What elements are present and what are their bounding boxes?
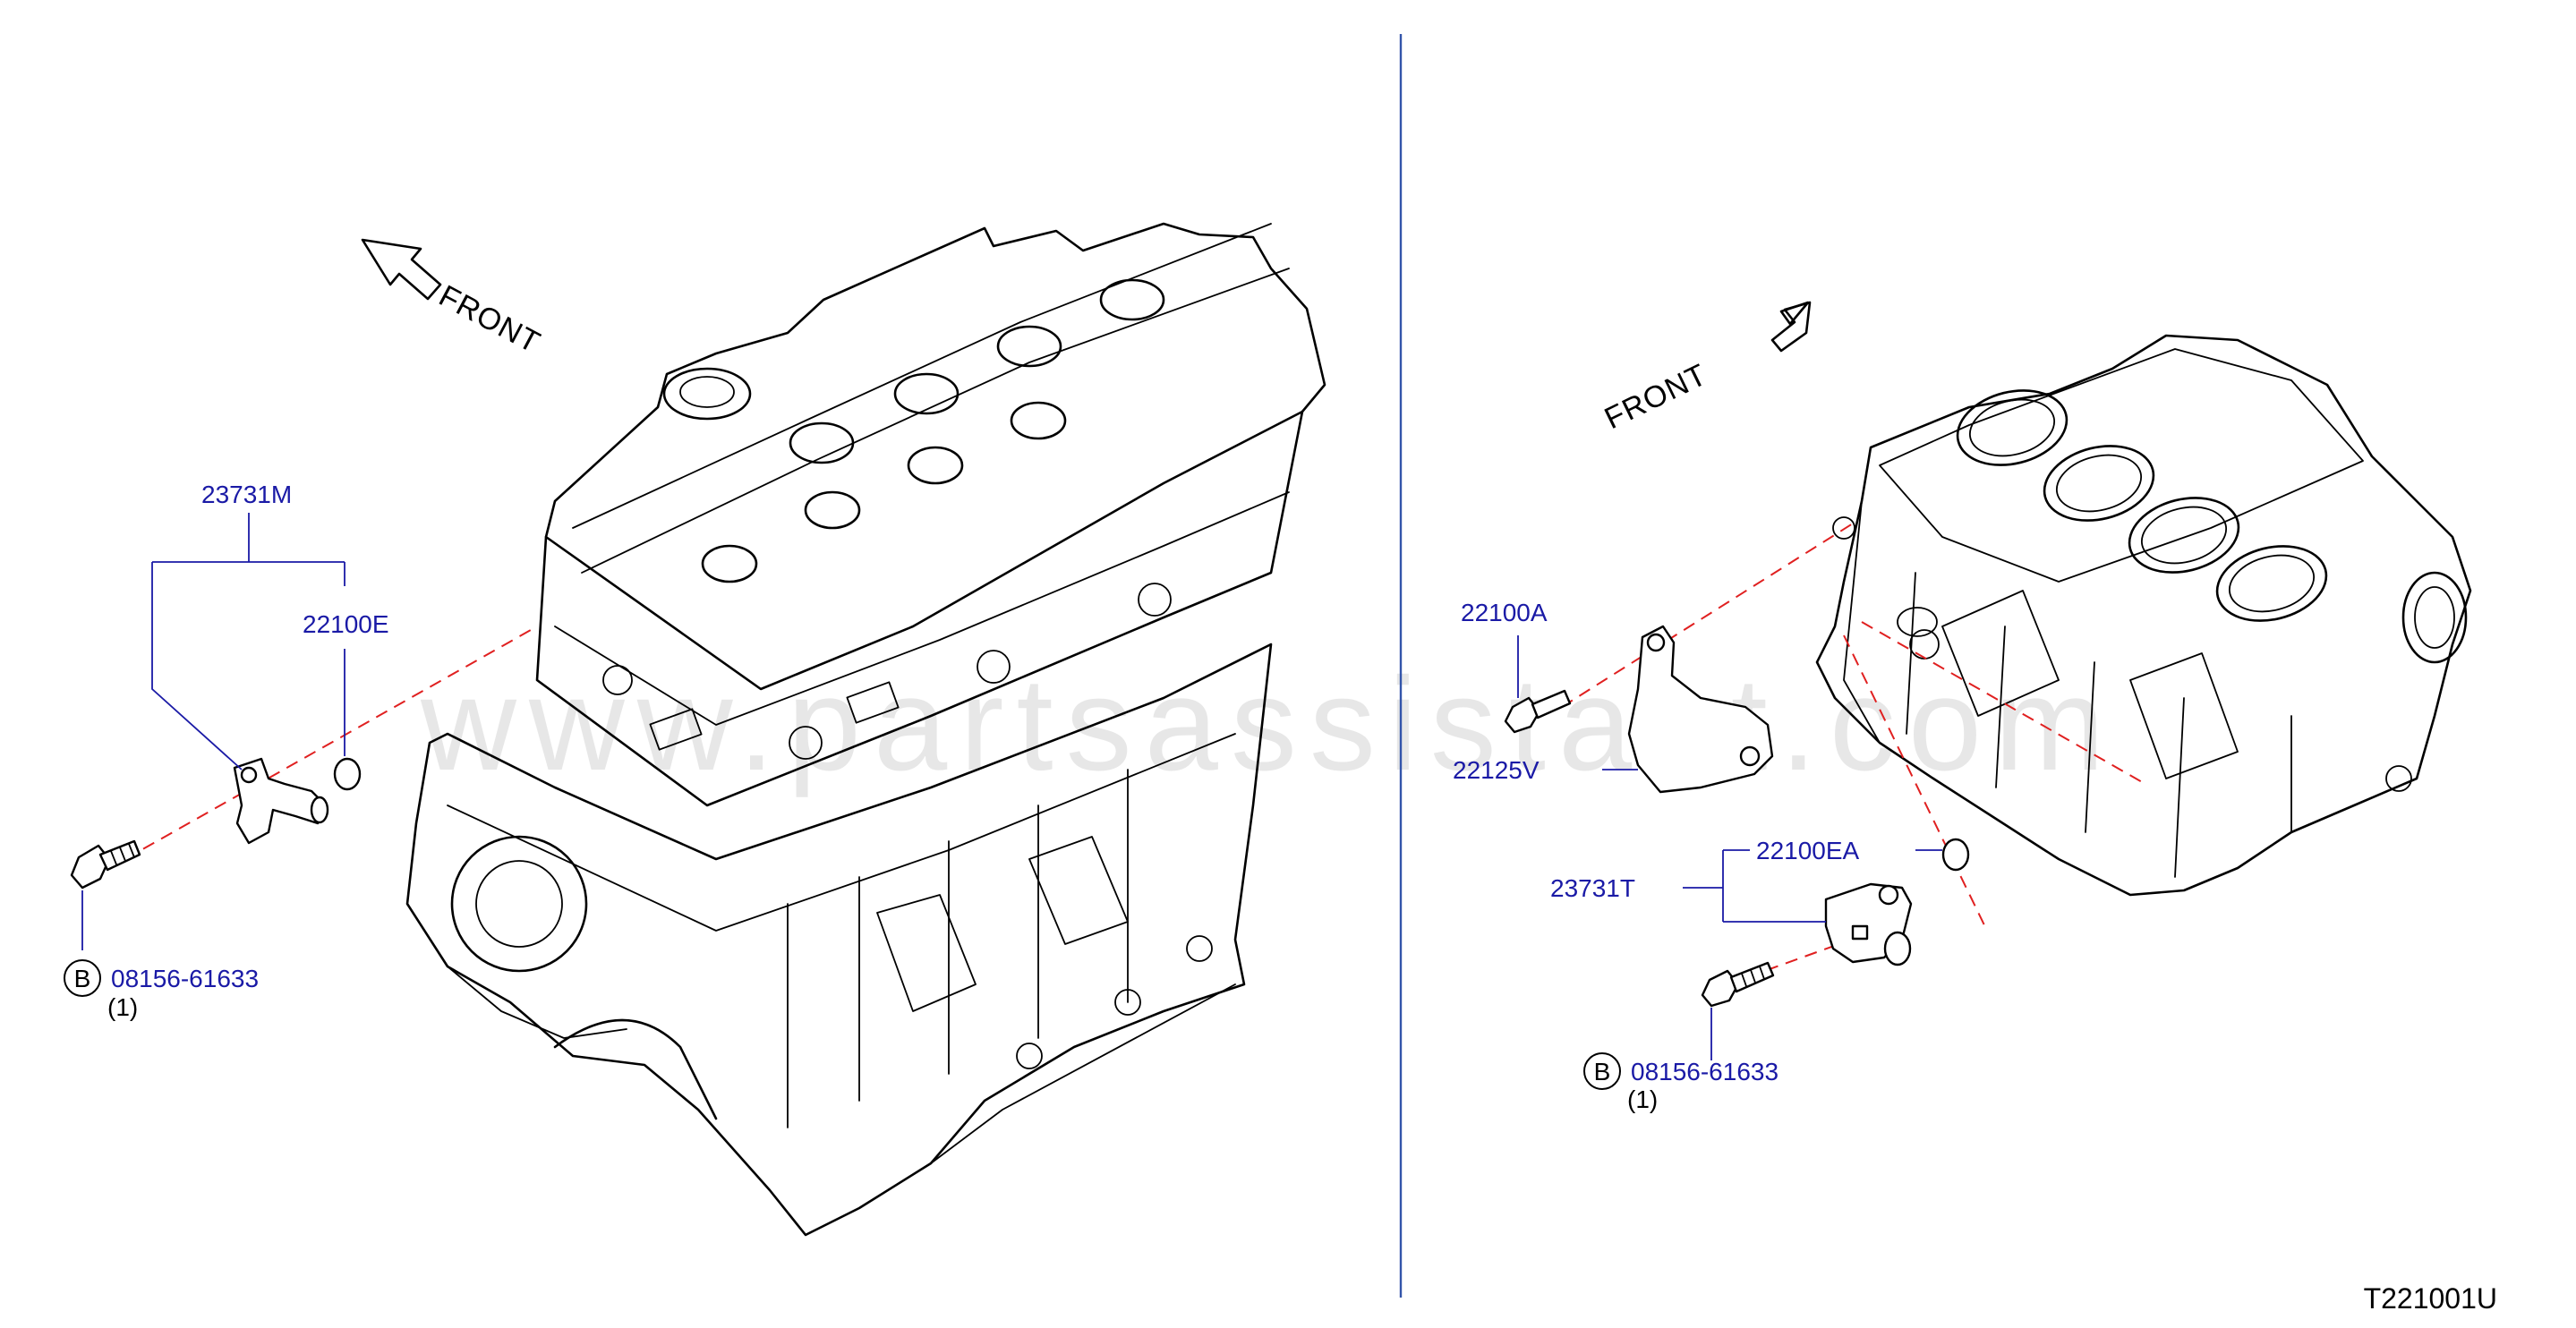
label-bolt-left: 08156-61633 [111, 965, 259, 992]
front-label-left: FRONT [433, 279, 546, 361]
bolt-left-icon [70, 839, 141, 890]
label-oring-right: 22100EA [1756, 837, 1860, 864]
leader-sensor-right [1683, 849, 1942, 923]
bolt-b-circle-left [64, 959, 101, 997]
front-arrow-left-icon [361, 238, 442, 301]
front-label-right: FRONT [1599, 358, 1712, 437]
bolt-b-letter-left: B [74, 965, 91, 992]
bolt-a-right-icon [1504, 689, 1572, 734]
oring-right-icon [1941, 838, 1970, 872]
install-line-right-b [1861, 621, 2145, 784]
sensor-left-icon [233, 757, 329, 845]
bolt-b-letter-right: B [1594, 1058, 1611, 1085]
label-bolt-a-right: 22100A [1461, 599, 1548, 626]
right-view: FRONT [1453, 301, 2472, 1113]
label-sensor-left: 23731M [201, 481, 292, 508]
front-arrow-right-icon [1770, 301, 1812, 353]
install-line-right-a [1561, 523, 1854, 708]
sensor-right-icon [1824, 882, 1913, 966]
drawing-code: T221001U [2364, 1282, 2497, 1315]
label-bolt-right: 08156-61633 [1631, 1058, 1778, 1085]
label-oring-left: 22100E [303, 610, 389, 638]
engine-assembly-drawing [405, 222, 1326, 1237]
label-sensor-right: 23731T [1550, 874, 1635, 902]
bolt-b-circle-right [1583, 1052, 1621, 1090]
oring-left-icon [333, 757, 362, 791]
cylinder-block-drawing [1815, 334, 2472, 897]
label-bolt-qty-right: (1) [1627, 1085, 1658, 1113]
label-bolt-qty-left: (1) [107, 993, 138, 1021]
bolt-right-icon [1701, 961, 1775, 1008]
install-line-right-c [1843, 634, 1988, 932]
leader-lines-left [151, 513, 345, 770]
label-bracket-right: 22125V [1453, 756, 1540, 784]
bracket-right-icon [1627, 625, 1774, 794]
install-line-left [124, 626, 538, 860]
